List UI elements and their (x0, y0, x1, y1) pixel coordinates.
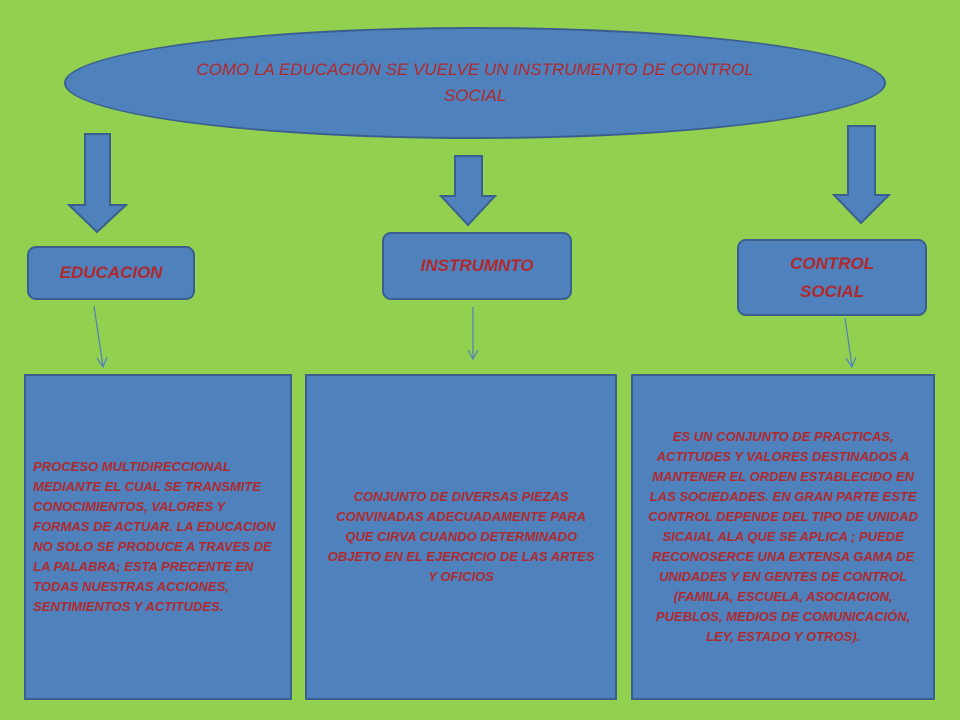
title-ellipse: COMO LA EDUCACIÓN SE VUELVE UN INSTRUMEN… (64, 27, 886, 139)
connector-arrowhead-center (467, 349, 479, 361)
connector-line-right (844, 317, 853, 367)
description-control-social-text: ES UN CONJUNTO DE PRACTICAS, ACTITUDES Y… (648, 429, 918, 644)
node-educacion-label: EDUCACION (59, 263, 163, 282)
connector-line-left (93, 305, 104, 367)
description-educacion: PROCESO MULTIDIRECCIONAL MEDIANTE EL CUA… (24, 374, 292, 700)
node-control-social: CONTROL SOCIAL (737, 239, 927, 316)
connector-arrowhead-left (96, 356, 108, 369)
node-instrumento-label: INSTRUMNTO (420, 256, 534, 275)
description-instrumento-text: CONJUNTO DE DIVERSAS PIEZAS CONVINADAS A… (327, 489, 595, 584)
description-educacion-text: PROCESO MULTIDIRECCIONAL MEDIANTE EL CUA… (33, 459, 276, 614)
diagram-title: COMO LA EDUCACIÓN SE VUELVE UN INSTRUMEN… (196, 60, 754, 105)
node-educacion: EDUCACION (27, 246, 195, 300)
block-arrow-down-center (438, 155, 498, 227)
block-arrow-down-right (831, 125, 892, 225)
node-control-social-label: CONTROL SOCIAL (789, 253, 875, 301)
description-instrumento: CONJUNTO DE DIVERSAS PIEZAS CONVINADAS A… (305, 374, 617, 700)
connector-arrowhead-right (845, 356, 857, 369)
node-instrumento: INSTRUMNTO (382, 232, 572, 300)
block-arrow-down-left (66, 133, 129, 234)
description-control-social: ES UN CONJUNTO DE PRACTICAS, ACTITUDES Y… (631, 374, 935, 700)
